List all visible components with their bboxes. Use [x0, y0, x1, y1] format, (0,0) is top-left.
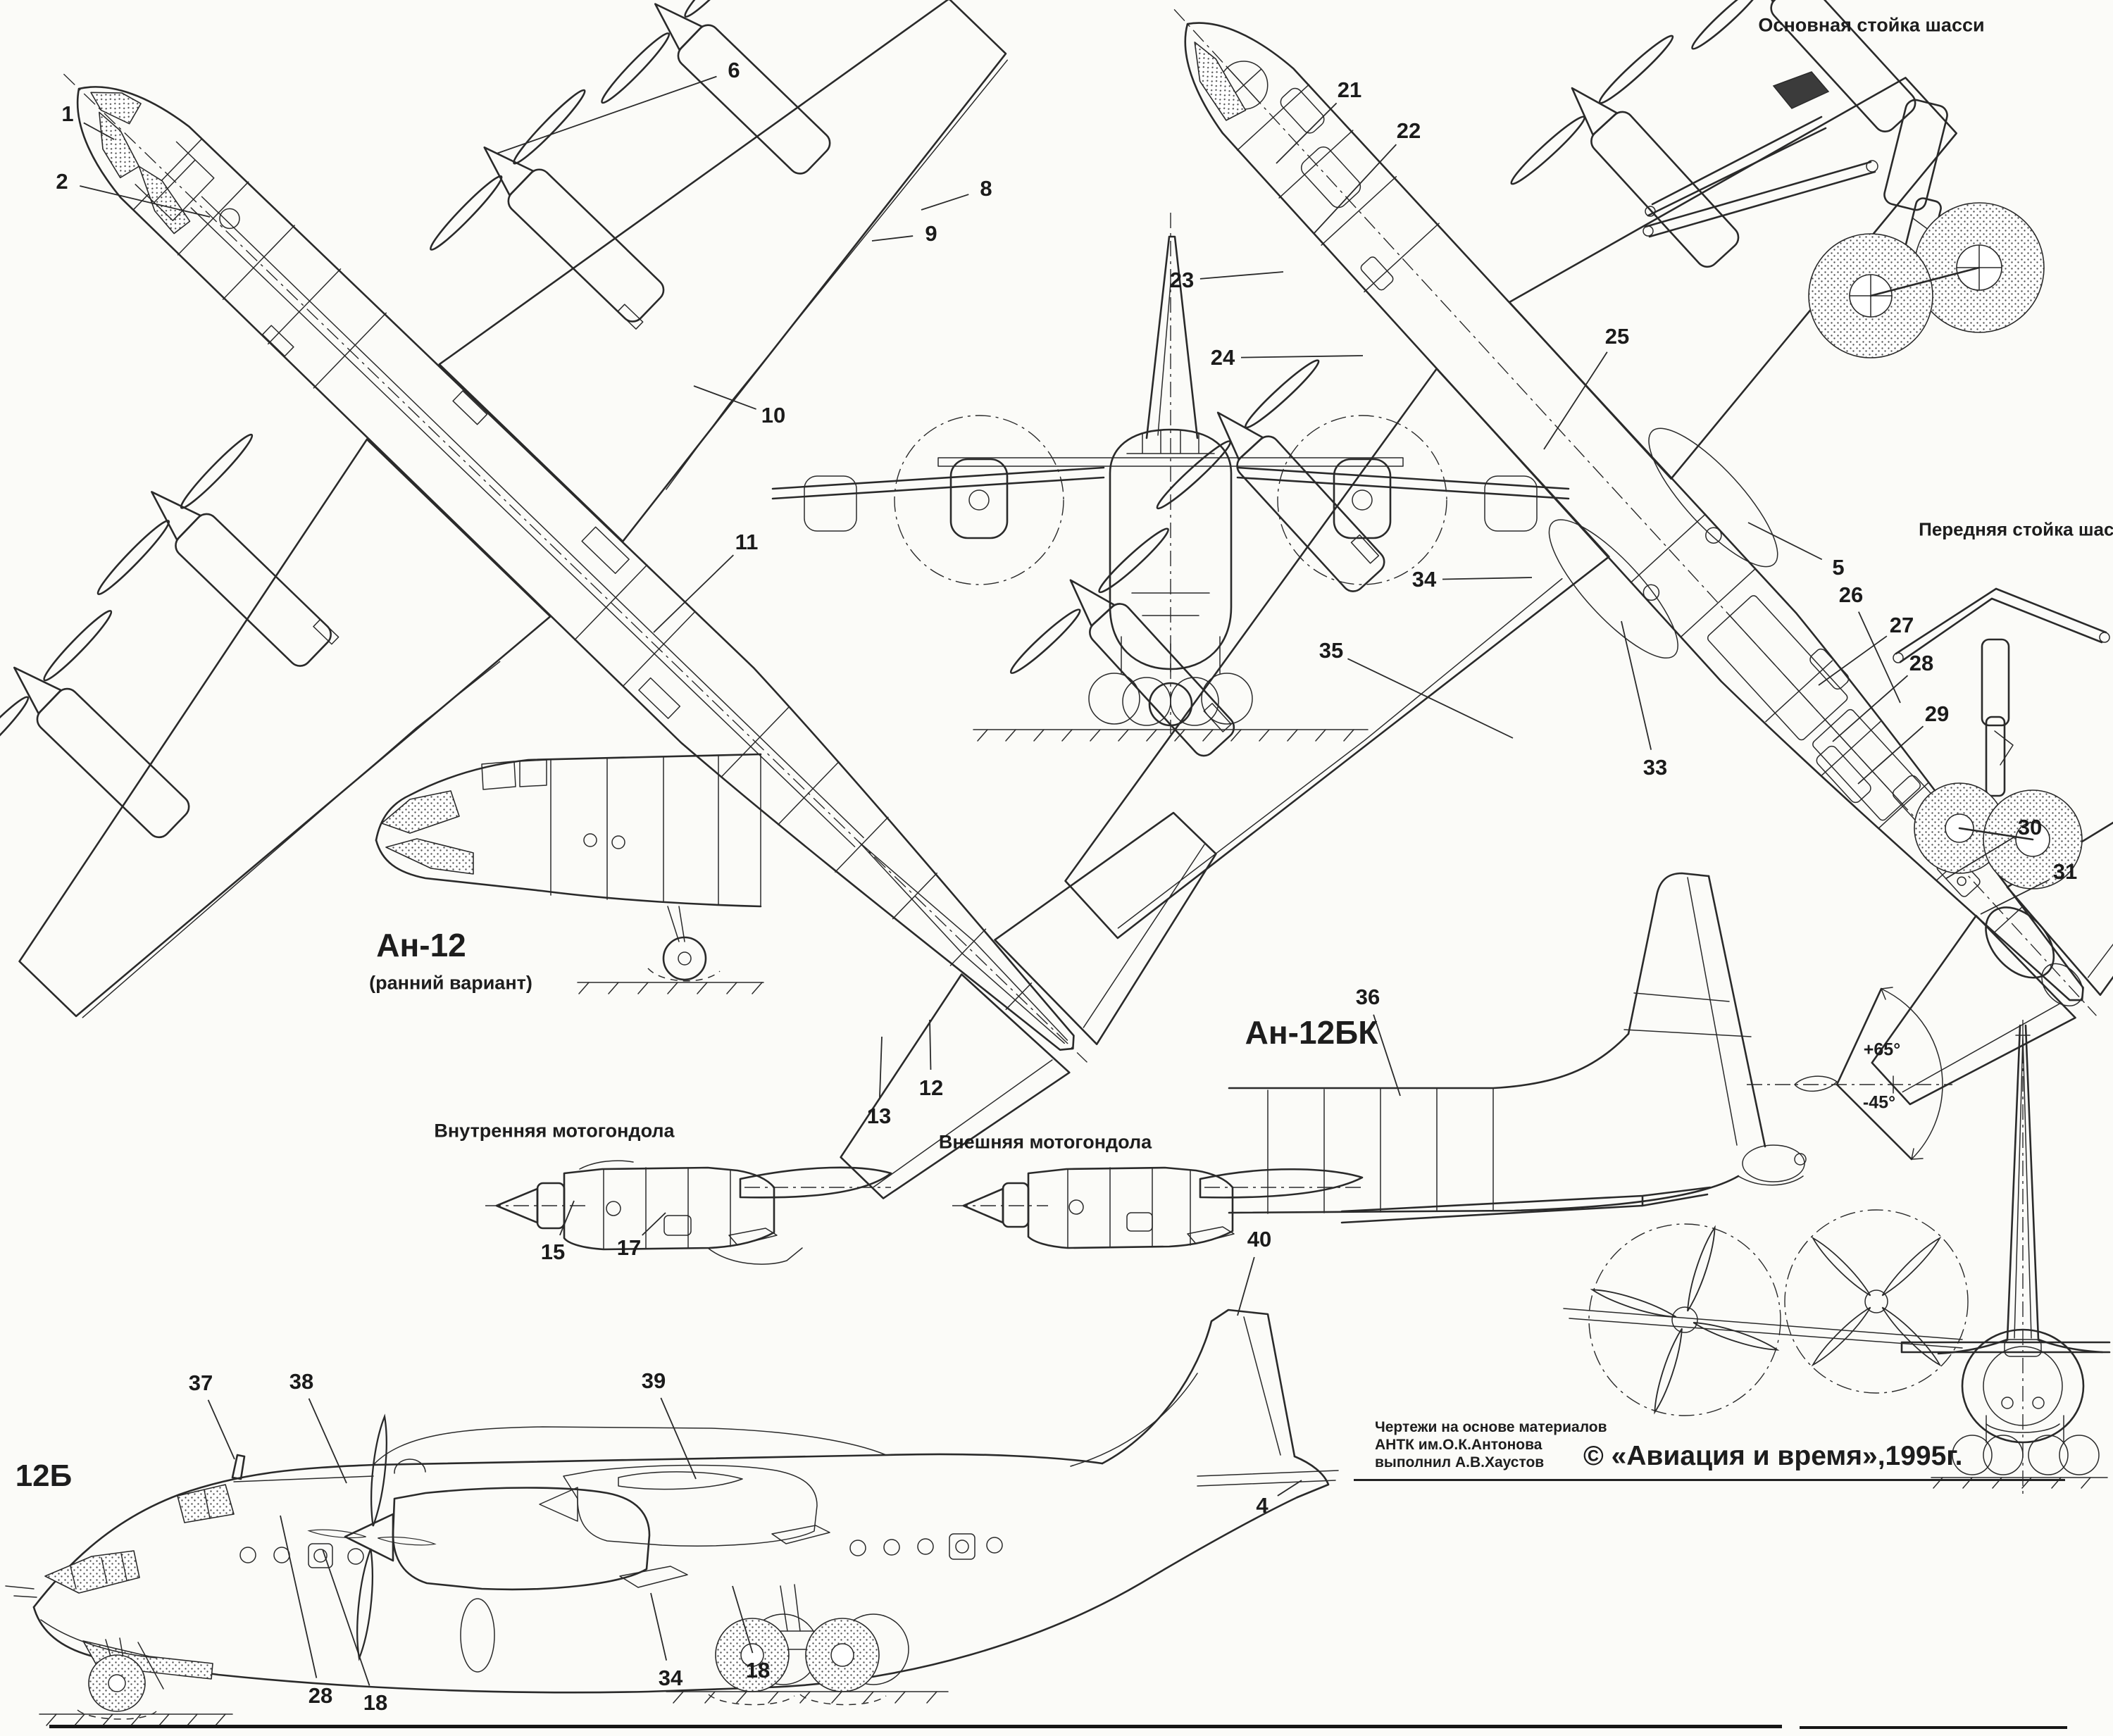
callout-21-11: 21 — [1337, 77, 1362, 102]
top-view-an12 — [0, 0, 1217, 1199]
early-variant-nose-view — [375, 753, 764, 994]
callout-12-7: 12 — [918, 1075, 944, 1100]
callout-33-23: 33 — [1643, 755, 1668, 780]
callout-40-30: 40 — [1247, 1227, 1272, 1251]
early-variant-note: (ранний вариант) — [369, 972, 532, 994]
outer-nacelle-title: Внешняя мотогондола — [938, 1131, 1152, 1153]
callout-2-1: 2 — [56, 169, 68, 194]
credits-block: Чертежи на основе материалов АНТК им.О.К… — [1375, 1418, 1607, 1471]
callout-31-22: 31 — [2052, 859, 2078, 884]
callout-36-26: 36 — [1355, 985, 1380, 1009]
callout-11-6: 11 — [735, 530, 759, 554]
callout-23-13: 23 — [1169, 268, 1195, 292]
callout-29-20: 29 — [1924, 701, 1950, 726]
callout-22-12: 22 — [1396, 118, 1421, 143]
callout-15-9: 15 — [540, 1239, 566, 1264]
callout-34-31: 34 — [658, 1666, 683, 1690]
elevator-down-angle-label: -45° — [1862, 1092, 1896, 1113]
callout-18-34: 18 — [363, 1690, 388, 1715]
an12bk-title: Ан-12БК — [1245, 1014, 1378, 1051]
callout-26-17: 26 — [1838, 582, 1864, 607]
callout-4-35: 4 — [1256, 1493, 1269, 1518]
copyright-text: © «Авиация и время»,1995г. — [1583, 1441, 1963, 1471]
early-variant-title: Ан-12 — [376, 927, 466, 963]
callout-34-24: 34 — [1411, 567, 1437, 592]
main-gear-detail-title: Основная стойка шасси — [1758, 14, 1985, 36]
callout-28-33: 28 — [308, 1683, 333, 1708]
callout-6-2: 6 — [728, 58, 740, 82]
elevator-up-angle-label: +65° — [1863, 1039, 1901, 1060]
callout-17-10: 17 — [616, 1235, 642, 1260]
callout-37-27: 37 — [188, 1370, 213, 1395]
callout-18-32: 18 — [745, 1658, 771, 1682]
an12b-title: 12Б — [15, 1459, 73, 1493]
callout-1-0: 1 — [61, 101, 74, 126]
scan-edge-line-2 — [1800, 1726, 2067, 1729]
callout-5-16: 5 — [1832, 555, 1845, 580]
callout-25-15: 25 — [1604, 324, 1630, 349]
credits-line-2: АНТК им.О.К.Антонова — [1375, 1437, 1542, 1453]
rear-view — [1563, 1020, 2111, 1494]
scan-edge-line — [49, 1725, 1782, 1728]
front-view-an12 — [771, 213, 1570, 742]
callout-8-3: 8 — [980, 176, 992, 201]
callout-10-5: 10 — [761, 403, 786, 427]
main-gear-detail — [1643, 71, 2045, 358]
credits-divider-line — [1354, 1479, 2065, 1481]
callout-38-28: 38 — [289, 1369, 314, 1394]
callout-13-8: 13 — [866, 1104, 892, 1128]
nose-gear-detail-title: Передняя стойка шасси — [1919, 518, 2113, 540]
bottom-view-an12bk — [1009, 0, 2113, 1106]
callout-9-4: 9 — [925, 221, 937, 246]
inner-nacelle-title: Внутренняя мотогондола — [434, 1120, 675, 1142]
callout-39-29: 39 — [641, 1368, 666, 1393]
callout-35-25: 35 — [1319, 638, 1344, 663]
credits-line-3: выполнил А.В.Хаустов — [1375, 1454, 1545, 1470]
outer-nacelle-view — [952, 1166, 1364, 1249]
callout-28-19: 28 — [1909, 651, 1934, 675]
nose-gear-detail — [1893, 587, 2110, 889]
callout-24-14: 24 — [1210, 345, 1235, 370]
callout-27-18: 27 — [1889, 613, 1914, 637]
callout-30-21: 30 — [2017, 815, 2043, 839]
tail-side-view — [1228, 872, 1952, 1224]
credits-line-1: Чертежи на основе материалов — [1375, 1419, 1607, 1435]
